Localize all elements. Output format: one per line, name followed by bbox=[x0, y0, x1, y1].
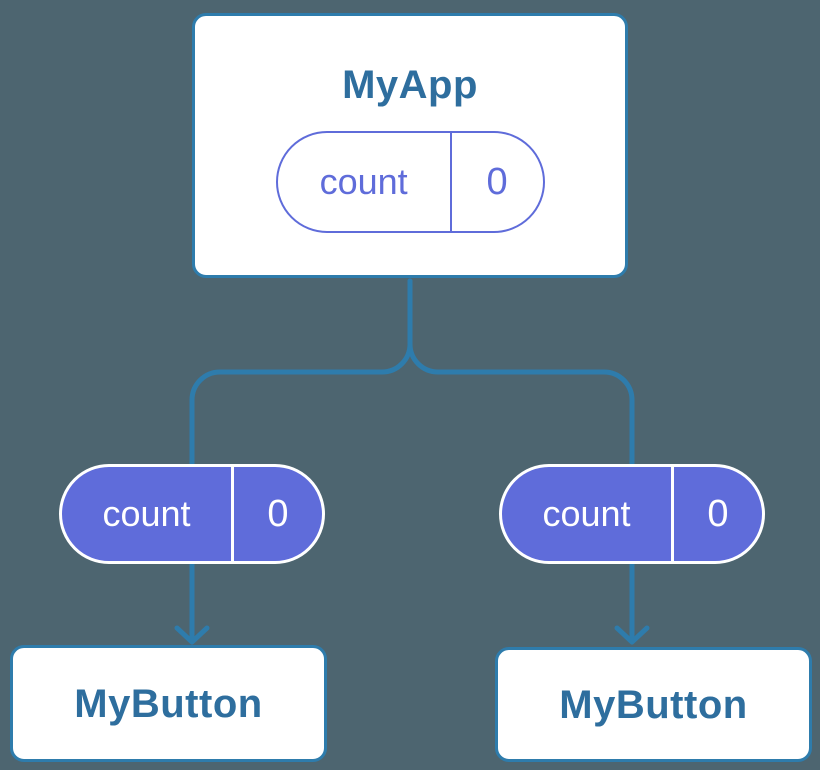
child-component-title: MyButton bbox=[559, 682, 748, 727]
state-value: 0 bbox=[671, 467, 762, 561]
arrow-down-icon-right bbox=[614, 625, 650, 645]
state-name-label: count bbox=[542, 493, 631, 534]
state-value: 0 bbox=[449, 133, 543, 231]
tree-connector-left bbox=[189, 278, 413, 643]
tree-connector-right bbox=[407, 278, 635, 643]
child-state-pill-right: count 0 bbox=[499, 464, 765, 564]
state-name-label: count bbox=[319, 161, 408, 202]
child-state-pill-left: count 0 bbox=[59, 464, 325, 564]
child-component-title: MyButton bbox=[74, 681, 263, 726]
state-name-label: count bbox=[102, 493, 191, 534]
child-component-box-left: MyButton bbox=[10, 645, 327, 762]
state-value: 0 bbox=[231, 467, 322, 561]
root-state-pill: count 0 bbox=[275, 131, 545, 233]
child-component-box-right: MyButton bbox=[495, 647, 812, 762]
root-component-box: MyApp count 0 bbox=[192, 13, 628, 278]
root-component-title: MyApp bbox=[342, 63, 478, 107]
arrow-down-icon-left bbox=[174, 625, 210, 645]
